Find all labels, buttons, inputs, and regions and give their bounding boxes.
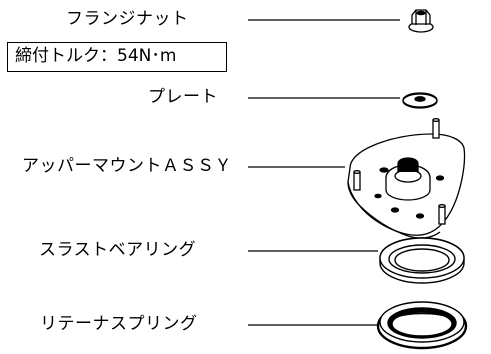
label-retainer-spring: リテーナスプリング [40, 314, 198, 334]
label-thrust-bearing: スラストベアリング [39, 240, 197, 260]
label-flange-nut: フランジナット [66, 9, 189, 29]
label-upper-mount-assy: アッパーマウントＡＳＳＹ [22, 156, 232, 176]
torque-spec-box: 締付トルク：54N･m [7, 42, 227, 72]
flange-nut-part [408, 9, 434, 33]
thrust-bearing-part [379, 237, 465, 284]
label-plate: プレート [148, 87, 218, 107]
plate-part [402, 92, 438, 109]
torque-spec-text: 締付トルク：54N･m [15, 46, 177, 66]
retainer-spring-part [376, 301, 468, 350]
upper-mount-part [347, 118, 466, 239]
